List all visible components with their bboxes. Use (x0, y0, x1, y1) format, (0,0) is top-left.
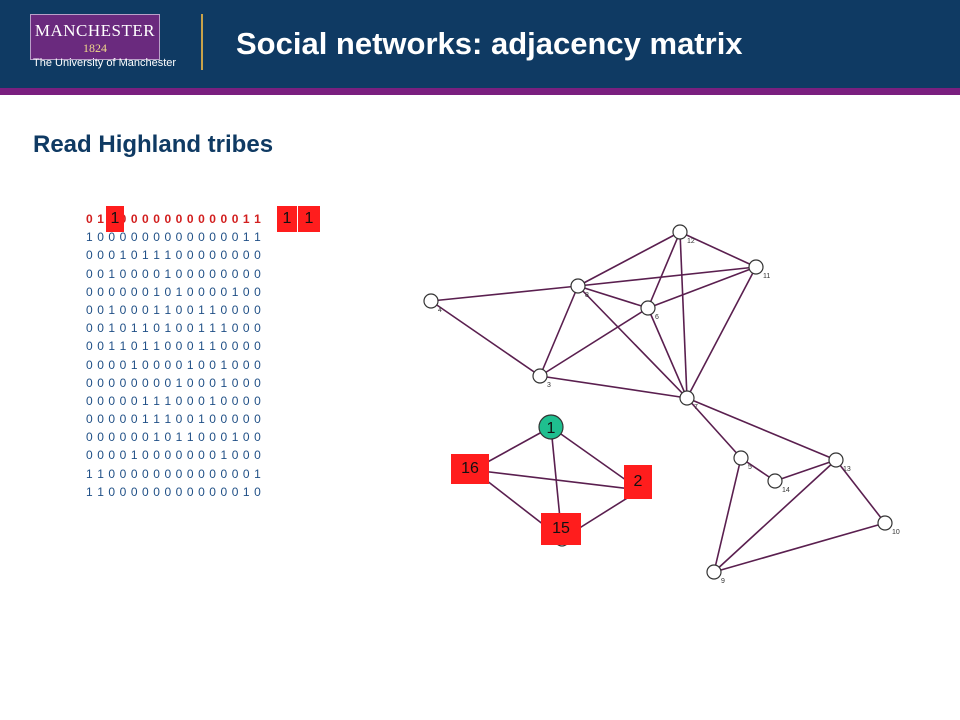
matrix-row: 0 0 0 0 1 0 0 0 0 1 0 0 1 0 0 0 (86, 357, 262, 372)
graph-node-label: 11 (763, 273, 770, 280)
graph-node-label: 8 (585, 292, 589, 299)
graph-edge (539, 285, 579, 377)
matrix-row: 0 0 1 0 0 0 0 1 0 0 0 0 0 0 0 0 (86, 266, 262, 281)
graph-edge (686, 397, 742, 459)
graph-node (532, 368, 548, 384)
graph-edge (647, 307, 688, 399)
matrix-row: 1 1 0 0 0 0 0 0 0 0 0 0 0 0 0 1 (86, 466, 262, 481)
graph-edge (713, 457, 742, 573)
graph-edge (577, 231, 681, 287)
graph-node (538, 414, 564, 440)
graph-node-label: 7 (694, 404, 698, 411)
graph-node (877, 515, 893, 531)
graph-edge (774, 459, 837, 482)
header-bar (0, 0, 960, 88)
graph-edge (679, 231, 757, 268)
graph-node-label: 9 (721, 578, 725, 585)
graph-edge (430, 285, 579, 302)
graph-edge (577, 285, 649, 309)
graph-edge (472, 469, 641, 491)
logo-subtitle: The University of Manchester (33, 57, 177, 69)
graph-node (672, 224, 688, 240)
matrix-row: 0 1 0 0 0 0 0 0 0 0 0 0 0 0 1 1 (86, 212, 262, 226)
matrix-row: 1 1 0 0 0 0 0 0 0 0 0 0 0 0 1 0 (86, 484, 262, 499)
logo-name: MANCHESTER (34, 21, 156, 40)
matrix-row: 1 0 0 0 0 0 0 0 0 0 0 0 0 0 1 1 (86, 230, 262, 245)
graph-node (748, 259, 764, 275)
adjacency-matrix: 0 1 0 0 0 0 0 0 0 0 0 0 0 0 1 1 1 0 0 0 0… (86, 210, 261, 501)
graph-edge (713, 522, 886, 573)
matrix-row: 0 0 1 0 1 1 0 1 0 0 1 1 1 0 0 0 (86, 321, 262, 336)
graph-edge (686, 266, 757, 399)
graph-node-label: 3 (547, 382, 551, 389)
graph-edge (539, 375, 688, 399)
matrix-row: 0 0 0 0 0 1 1 1 0 0 1 0 0 0 0 0 (86, 412, 262, 427)
graph-node (640, 300, 656, 316)
graph-edge (577, 285, 688, 399)
matrix-row: 0 0 0 1 0 1 1 1 0 0 0 0 0 0 0 0 (86, 248, 262, 263)
graph-edge (686, 397, 837, 461)
matrix-row: 0 0 1 1 0 1 1 0 0 0 1 1 0 0 0 0 (86, 339, 262, 354)
node-highlight-label: 15 (541, 513, 581, 545)
logo-year: 1824 (83, 41, 107, 55)
graph-node (767, 473, 783, 489)
section-title: Read Highland tribes (33, 131, 274, 158)
graph-node-label: 4 (438, 307, 442, 314)
university-logo: MANCHESTER 1824 (30, 14, 160, 60)
matrix-row: 0 0 1 0 0 0 1 1 0 0 1 1 0 0 0 0 (86, 302, 262, 317)
matrix-row: 0 0 0 0 1 0 0 0 0 0 0 0 1 0 0 0 (86, 448, 262, 463)
graph-edge (647, 231, 681, 309)
header-stripe (0, 88, 960, 95)
graph-edge (647, 266, 757, 309)
graph-node-label: 13 (843, 466, 851, 473)
graph-edge (430, 300, 541, 377)
graph-edge (835, 459, 886, 524)
graph-edge (539, 307, 649, 377)
node-highlight-label: 16 (451, 454, 489, 484)
matrix-row: 0 0 0 0 0 0 1 0 1 0 0 0 0 1 0 0 (86, 284, 262, 299)
graph-node-label: 12 (687, 238, 695, 245)
graph-node (423, 293, 439, 309)
graph-node-label: 14 (782, 487, 790, 494)
header-divider (201, 14, 203, 70)
graph-node (733, 450, 749, 466)
graph-node-label: 6 (655, 314, 659, 321)
slide-title: Social networks: adjacency matrix (236, 26, 743, 61)
graph-node (828, 452, 844, 468)
matrix-row: 0 0 0 0 0 0 1 0 1 1 0 0 0 1 0 0 (86, 430, 262, 445)
graph-edge (713, 459, 837, 573)
graph-node-label: 5 (748, 464, 752, 471)
graph-edge (577, 266, 757, 287)
graph-edge (679, 231, 688, 399)
node-highlight-label: 2 (624, 465, 652, 499)
matrix-row: 0 0 0 0 0 0 0 0 1 0 0 0 1 0 0 0 (86, 375, 262, 390)
matrix-highlight-cell: 1 (277, 206, 297, 232)
graph-node (570, 278, 586, 294)
matrix-highlight-cell: 1 (298, 206, 320, 232)
graph-node-label: 1 (547, 420, 556, 437)
graph-node-label: 10 (892, 529, 900, 536)
graph-node (706, 564, 722, 580)
graph-node (679, 390, 695, 406)
matrix-row: 0 0 0 0 0 1 1 1 0 0 0 1 0 0 0 0 (86, 393, 262, 408)
matrix-highlight-cell: 1 (106, 206, 124, 232)
